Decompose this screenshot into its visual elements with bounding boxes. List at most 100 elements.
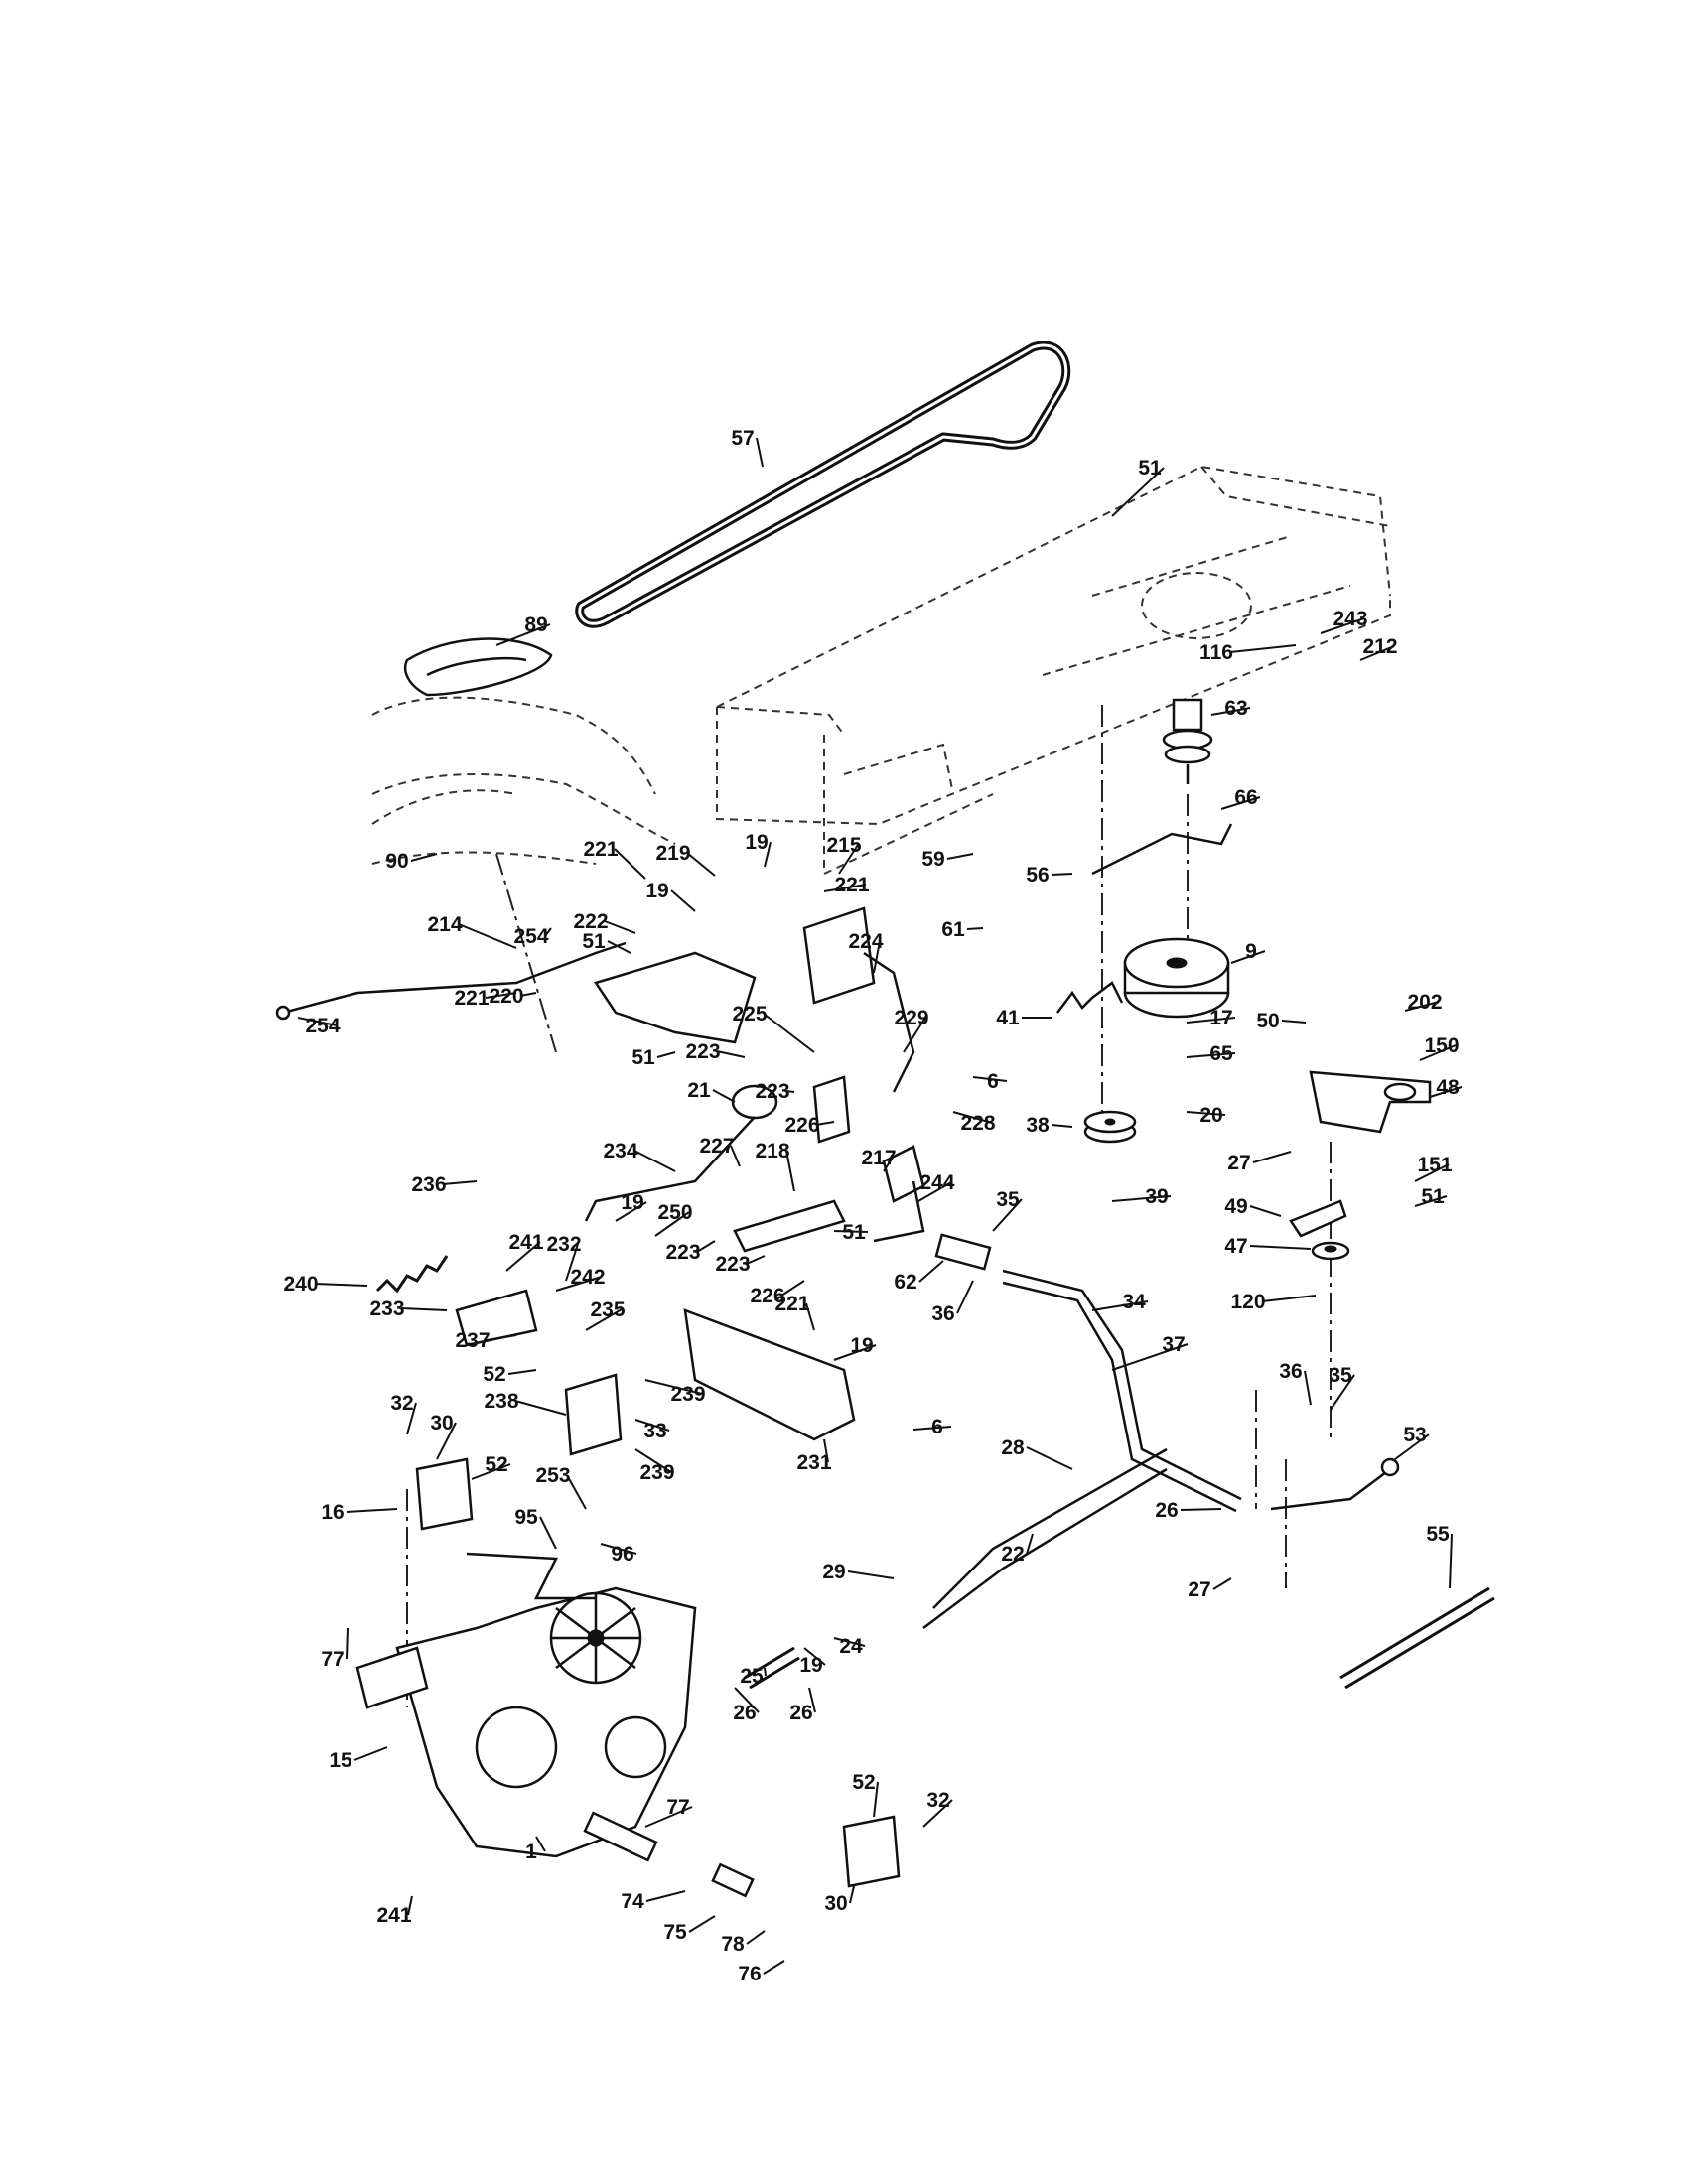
bracket-233: [455, 1289, 538, 1347]
part-callout-51a: 51: [1111, 457, 1165, 517]
part-callout-214: 214: [427, 913, 517, 949]
part-number: 233: [369, 1297, 404, 1320]
pedal-217: [873, 1145, 925, 1243]
part-callout-19a: 19: [745, 831, 772, 868]
part-number: 48: [1436, 1076, 1460, 1099]
leader-line: [544, 927, 552, 937]
part-callout-222: 222: [573, 910, 636, 934]
part-callout-26b: 26: [733, 1687, 760, 1724]
part-number: 221: [583, 838, 618, 861]
part-callout-120: 120: [1230, 1291, 1317, 1313]
leader-line: [645, 1890, 686, 1902]
part-number: 239: [639, 1461, 674, 1484]
leader-line: [644, 1379, 703, 1395]
leader-line: [734, 1687, 760, 1713]
part-number: 6: [931, 1416, 943, 1438]
spring-25: [744, 1646, 800, 1690]
part-number: 77: [666, 1796, 689, 1819]
leader-line: [823, 1438, 829, 1463]
part-number: 151: [1417, 1154, 1452, 1176]
part-callout-9: 9: [1230, 940, 1266, 964]
part-callout-6b: 6: [912, 1416, 952, 1438]
leader-line: [946, 853, 974, 860]
leader-line: [746, 1255, 766, 1265]
leader-line: [1261, 1295, 1317, 1302]
leader-line: [808, 1687, 816, 1713]
part-number: 20: [1199, 1104, 1222, 1127]
part-callout-221a: 221: [583, 838, 646, 880]
part-callout-239b: 239: [634, 1448, 675, 1484]
part-number: 32: [926, 1789, 949, 1812]
part-callout-36a: 36: [931, 1280, 974, 1325]
bracket-231: [683, 1308, 856, 1441]
part-callout-1: 1: [525, 1836, 546, 1863]
leader-line: [966, 927, 984, 930]
part-number: 25: [740, 1665, 764, 1688]
leader-line: [756, 437, 764, 468]
part-number: 75: [663, 1921, 687, 1944]
part-number: 21: [687, 1079, 711, 1102]
part-number: 221: [834, 874, 869, 896]
part-number: 241: [376, 1904, 411, 1927]
pedal-215: [802, 906, 915, 1093]
part-callout-33: 33: [634, 1419, 670, 1442]
plate-225: [812, 1075, 851, 1144]
part-callout-244: 244: [917, 1171, 955, 1202]
part-callout-32b: 32: [922, 1789, 953, 1828]
part-callout-242: 242: [555, 1266, 606, 1292]
part-number: 26: [1155, 1499, 1178, 1522]
part-callout-217: 217: [861, 1147, 897, 1172]
part-number: 39: [1145, 1185, 1168, 1208]
part-callout-151: 151: [1414, 1154, 1453, 1182]
part-callout-228: 228: [952, 1111, 996, 1135]
leader-line: [507, 1369, 537, 1375]
part-number: 229: [894, 1007, 928, 1029]
leader-line: [838, 844, 859, 875]
part-number: 236: [411, 1173, 446, 1196]
part-number: 238: [484, 1390, 518, 1413]
part-callout-21: 21: [687, 1079, 736, 1103]
part-callout-19c: 19: [615, 1191, 647, 1222]
part-callout-6a: 6: [972, 1070, 1008, 1093]
part-callout-220: 220: [489, 985, 537, 1008]
part-number: 33: [643, 1420, 666, 1442]
bracket-238: [564, 1373, 623, 1456]
part-callout-28: 28: [1001, 1436, 1073, 1470]
part-number: 35: [1329, 1364, 1352, 1387]
part-callout-51d: 51: [833, 1221, 869, 1244]
part-number: 27: [1227, 1152, 1250, 1174]
part-number: 26: [789, 1702, 812, 1724]
part-callout-52b: 52: [471, 1453, 511, 1480]
engine-pulley: [1162, 698, 1213, 784]
leader-line: [1180, 1508, 1222, 1511]
part-number: 51: [582, 930, 606, 953]
part-callout-116: 116: [1199, 641, 1297, 664]
part-number: 66: [1234, 786, 1257, 809]
spring-240: [375, 1255, 449, 1294]
part-callout-29: 29: [822, 1561, 895, 1583]
part-number: 253: [535, 1464, 570, 1487]
leader-line: [903, 1017, 926, 1053]
part-number: 52: [483, 1363, 505, 1386]
part-number: 234: [603, 1140, 637, 1162]
part-callout-49: 49: [1224, 1195, 1282, 1218]
leader-line: [1212, 1577, 1232, 1590]
part-callout-19d: 19: [833, 1334, 877, 1361]
part-callout-27b: 27: [1188, 1577, 1232, 1601]
part-number: 36: [931, 1302, 954, 1325]
leader-line: [407, 1895, 413, 1916]
leader-line: [1111, 1195, 1172, 1202]
part-number: 232: [546, 1233, 581, 1256]
frame-outline: [716, 465, 1391, 876]
leader-line: [688, 1915, 716, 1933]
part-callout-47: 47: [1224, 1235, 1312, 1258]
leader-line: [514, 1400, 567, 1416]
leader-line: [1220, 796, 1261, 810]
leader-line: [1252, 1151, 1292, 1163]
part-callout-96: 96: [600, 1543, 637, 1566]
part-callout-30b: 30: [824, 1885, 855, 1915]
leader-line: [746, 1930, 766, 1945]
leader-line: [815, 1121, 835, 1126]
part-callout-250: 250: [654, 1201, 693, 1237]
part-callout-74: 74: [621, 1890, 686, 1913]
